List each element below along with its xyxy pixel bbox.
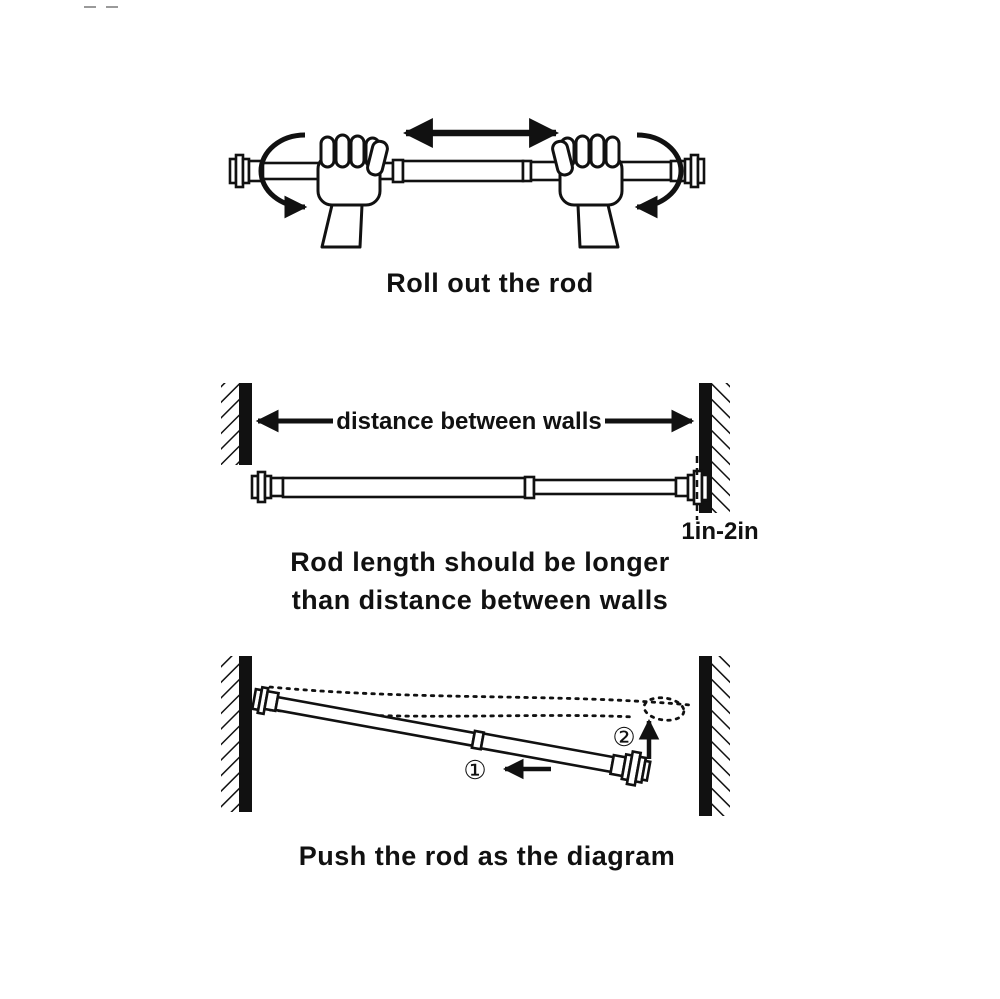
- measured-rod: [250, 469, 710, 506]
- measured-rod-right-cap: [674, 469, 710, 506]
- right-wrist: [576, 203, 620, 249]
- tilted-rod-left-cap: [250, 685, 281, 716]
- rod-collar: [391, 158, 405, 184]
- measured-rod-left-cap: [250, 470, 285, 504]
- right-thumb: [551, 139, 574, 177]
- step3-illustration: ① ② Push the rod as the diagram: [221, 656, 730, 871]
- step1-caption: Roll out the rod: [386, 268, 593, 298]
- rod-left-cap: [228, 153, 265, 189]
- right-hand: [551, 133, 624, 249]
- wall-left: [221, 383, 252, 465]
- distance-label: distance between walls: [336, 408, 601, 435]
- corner-artifact-marks: [84, 6, 134, 10]
- rod-sleeve: [401, 159, 525, 183]
- wall-left-bottom: [221, 656, 252, 812]
- wall-right-bottom: [699, 656, 730, 816]
- step-marker-1: ①: [463, 755, 486, 785]
- step2-illustration: distance between walls: [221, 383, 759, 615]
- left-wrist: [320, 203, 364, 249]
- step2-caption-line2: than distance between walls: [292, 585, 669, 615]
- tilted-rod: [250, 685, 652, 787]
- tilted-rod-right-cap: [608, 749, 652, 787]
- measured-rod-tube-right: [532, 478, 678, 496]
- step-marker-2: ②: [612, 722, 635, 752]
- left-thumb: [366, 139, 389, 177]
- rotate-arrow-right-icon: [634, 132, 684, 219]
- step2-caption-line1: Rod length should be longer: [290, 547, 669, 577]
- step1-illustration: Roll out the rod: [228, 118, 706, 298]
- ghost-rod-outline: [268, 685, 692, 722]
- rod-right-cap: [669, 153, 706, 189]
- overhang-label: 1in-2in: [681, 518, 758, 545]
- tension-rod: [228, 153, 706, 189]
- label-backdrop: [333, 404, 605, 436]
- rotate-arrow-left-icon: [258, 132, 308, 219]
- tilted-rod-tube-left: [273, 695, 477, 748]
- step3-caption: Push the rod as the diagram: [299, 841, 676, 871]
- tilted-rod-tube-right: [479, 732, 615, 774]
- measured-rod-tube-left: [281, 476, 527, 499]
- left-hand: [316, 133, 389, 249]
- measured-rod-collar: [523, 475, 536, 500]
